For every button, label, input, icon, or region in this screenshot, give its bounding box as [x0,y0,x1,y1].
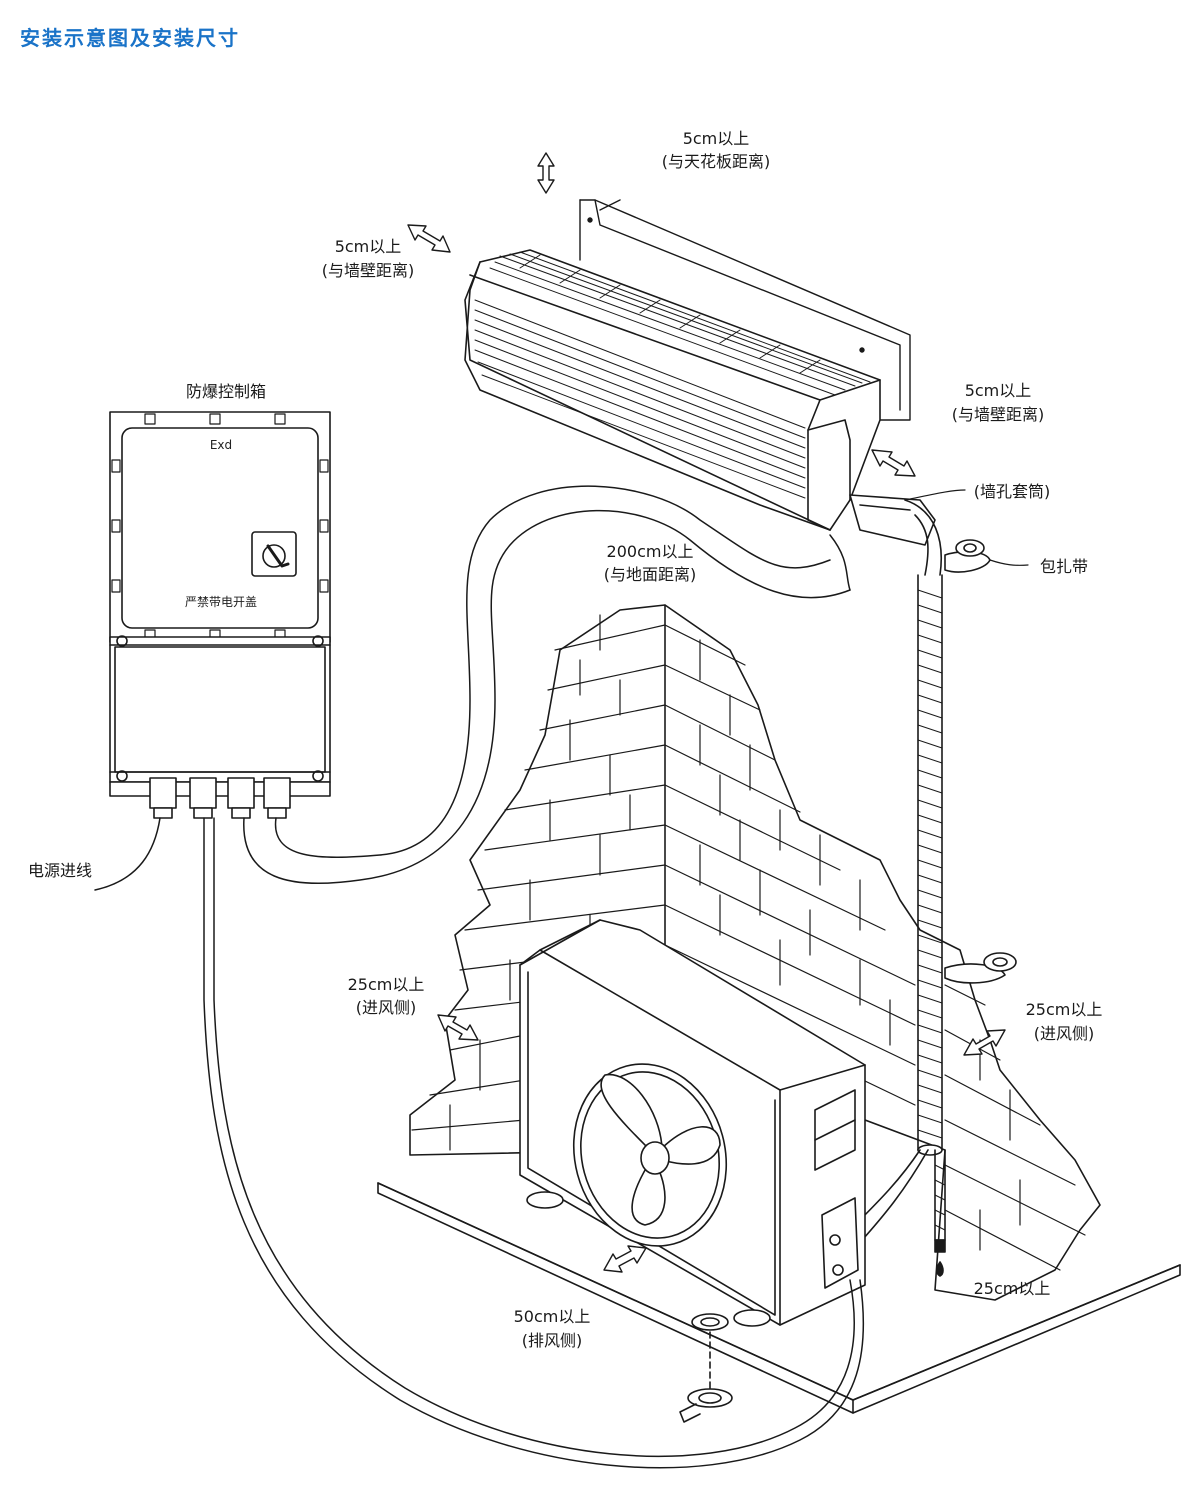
right-wall-clearance-note: (与墙壁距离) [952,405,1045,424]
control-box-exd: Exd [210,438,232,452]
left-wall-clearance-note: (与墙壁距离) [322,261,415,280]
outdoor-unit[interactable] [519,919,866,1327]
inlet-left-clearance-label: 25cm以上 [348,975,425,994]
indoor-unit[interactable] [464,249,881,531]
inlet-right-clearance-label: 25cm以上 [1026,1000,1103,1019]
control-box-title: 防爆控制箱 [186,382,266,401]
mounting-plate [579,199,911,421]
ground-clearance-label: 200cm以上 [607,542,694,561]
ground-clearance-note: (与地面距离) [604,565,697,584]
drain-fitting [679,1313,733,1423]
clearance-arrows [407,152,1006,1273]
right-wall-clearance-label: 5cm以上 [965,381,1032,400]
inlet-right-clearance-note: (进风侧) [1034,1024,1095,1043]
exhaust-clearance-label: 50cm以上 [514,1307,591,1326]
refrigerant-pipe [849,574,946,1277]
left-wall-clearance-label: 5cm以上 [335,237,402,256]
power-input-label: 电源进线 [28,861,92,880]
strap-clip-top [944,539,991,573]
ceiling-clearance-note: (与天花板距离) [662,152,771,171]
leader-lines [904,489,1029,566]
control-box-warning: 严禁带电开盖 [185,595,257,609]
ceiling-clearance-label: 5cm以上 [683,129,750,148]
wall-sleeve [849,494,942,576]
strap-label: 包扎带 [1040,557,1088,576]
drain-clearance-label: 25cm以上 [974,1279,1051,1298]
wall-sleeve-label: (墙孔套筒) [974,482,1051,501]
exhaust-clearance-note: (排风侧) [522,1331,583,1350]
cables [94,485,865,1469]
page-title: 安装示意图及安装尺寸 [20,26,240,50]
explosion-proof-box[interactable] [109,411,331,819]
strap-clip-mid [944,952,1017,984]
inlet-left-clearance-note: (进风侧) [356,998,417,1017]
ground-slab [377,1182,1181,1414]
